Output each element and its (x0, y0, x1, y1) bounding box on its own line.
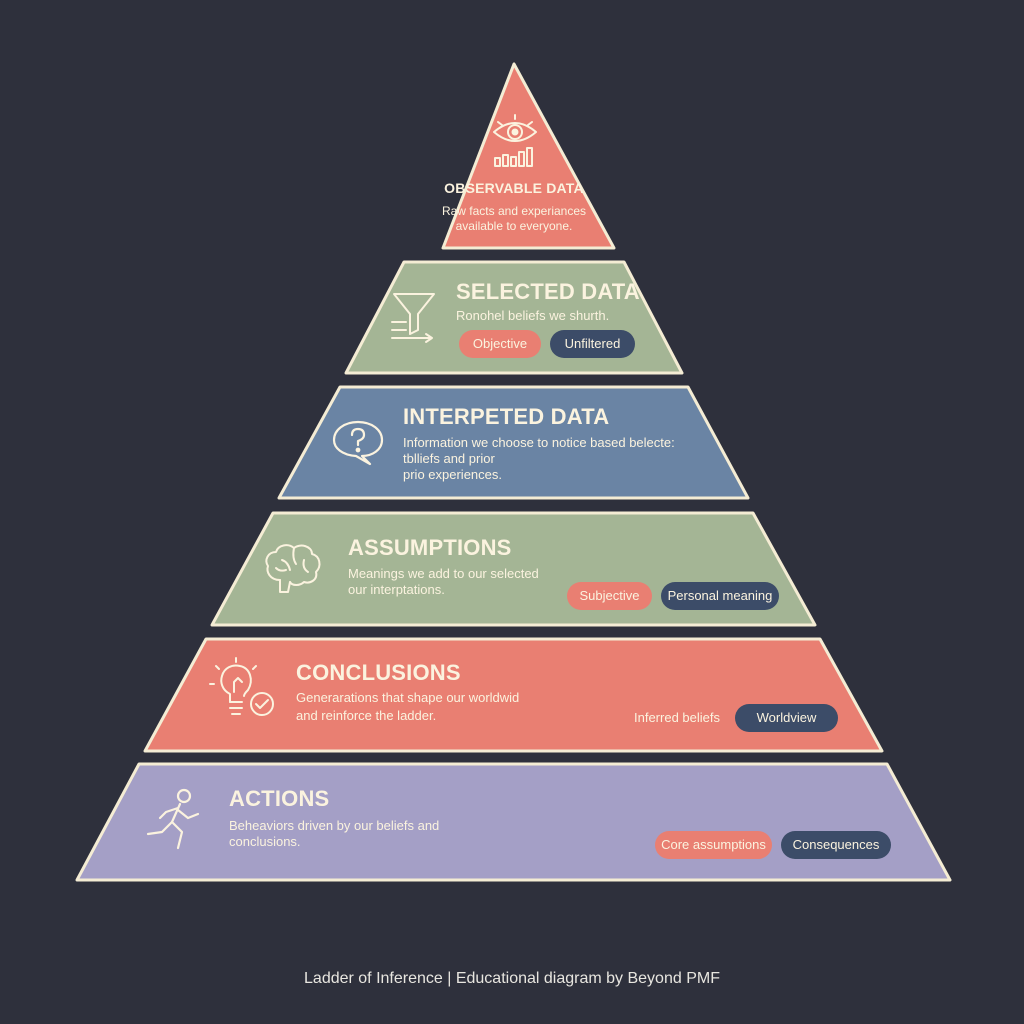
level-description-line: conclusions. (229, 834, 301, 849)
running-person-icon (146, 788, 200, 850)
level-description-line: tblliefs and prior (403, 451, 495, 466)
level-title: INTERPETED DATA (403, 404, 610, 429)
level-title: CONCLUSIONS (296, 660, 461, 685)
level-description-line: and reinforce the ladder. (296, 708, 437, 723)
tag-objective: Objective (459, 330, 541, 358)
tag-unfiltered: Unfiltered (550, 330, 635, 358)
level-description-line: Generarations that shape our worldwid (296, 690, 520, 705)
level-description-line: available to everyone. (455, 219, 573, 233)
level-description-line: Raw facts and experiances (441, 204, 587, 218)
tag-worldview: Worldview (735, 704, 838, 732)
level-title: SELECTED DATA (456, 279, 640, 304)
level-conclusions-shape (143, 637, 884, 753)
level-description-line: Ronohel beliefs we shurth. (456, 308, 610, 323)
tag-subjective: Subjective (567, 582, 652, 610)
level-description-line: Beheaviors driven by our beliefs and (229, 818, 440, 833)
level-interpreted-shape (277, 385, 750, 500)
tag-personal-meaning: Personal meaning (661, 582, 779, 610)
footer-caption: Ladder of Inference | Educational diagra… (304, 970, 720, 987)
level-description-line: Information we choose to notice based be… (403, 435, 675, 450)
eye-chart-icon (493, 114, 537, 167)
level-description-line: Meanings we add to our selected (348, 566, 539, 581)
question-bubble-icon (332, 420, 384, 466)
tag-core-assumptions: Core assumptions (655, 831, 772, 859)
tag-consequences: Consequences (781, 831, 891, 859)
level-title: ACTIONS (229, 786, 330, 811)
lightbulb-check-icon (209, 657, 274, 716)
level-observable-shape (441, 62, 616, 250)
level-description-line: prio experiences. (403, 467, 502, 482)
tag-inferred-beliefs: Inferred beliefs (634, 710, 720, 725)
level-title: ASSUMPTIONS (348, 535, 512, 560)
level-description-line: our interptations. (348, 582, 445, 597)
level-title: OBSERVABLE DATA (444, 180, 584, 196)
brain-icon (265, 544, 321, 593)
funnel-icon (391, 293, 435, 343)
